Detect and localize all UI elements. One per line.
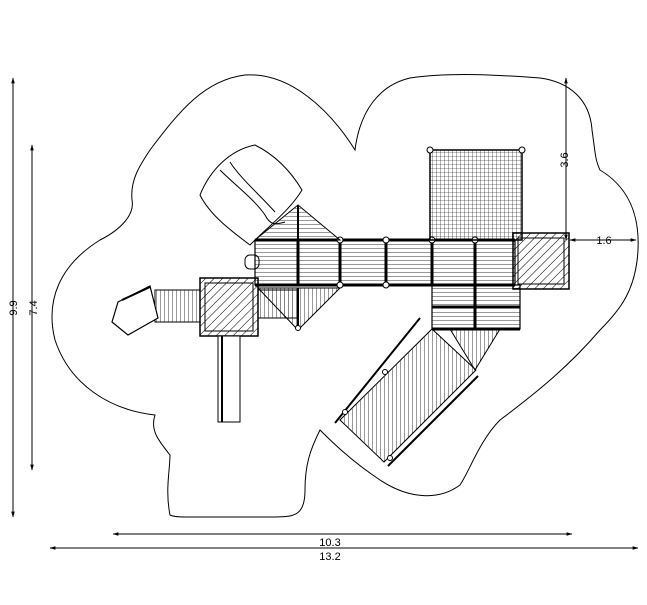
left-ladder [154, 289, 201, 323]
right-platform [512, 232, 570, 290]
pole [217, 335, 241, 423]
net-tower [426, 146, 526, 241]
roof-top [253, 204, 342, 241]
diagonal-ramp [334, 317, 479, 467]
lower-deck [431, 284, 521, 331]
connector [257, 289, 299, 319]
left-platform [199, 277, 259, 337]
inner-height-label: 7.4 [28, 300, 40, 315]
safety-zone-outline [51, 74, 639, 518]
overall-width-label: 13.2 [319, 551, 340, 563]
inner-width-label: 10.3 [319, 537, 340, 549]
bridge-deck [254, 236, 516, 289]
overall-height-label: 9.9 [8, 300, 20, 315]
side-offset-label: 1.6 [596, 235, 611, 247]
tower-depth-label: 3.6 [559, 152, 571, 167]
small-roof [449, 328, 501, 371]
dimension-lines [11, 77, 639, 550]
